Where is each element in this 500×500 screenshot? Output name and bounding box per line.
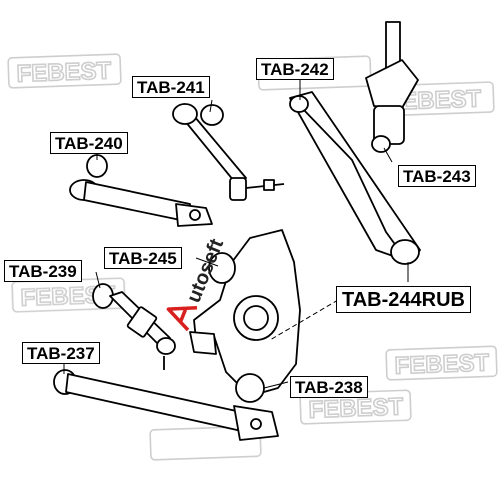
knuckle <box>189 229 301 403</box>
label-tab-244rub: TAB-244RUB <box>336 286 471 313</box>
label-tab-240: TAB-240 <box>50 132 128 154</box>
svg-text:FEBEST: FEBEST <box>394 349 490 379</box>
label-tab-243: TAB-243 <box>398 165 476 187</box>
arm-tab-240 <box>69 154 213 227</box>
svg-text:FEBEST: FEBEST <box>16 57 112 87</box>
label-tab-242: TAB-242 <box>256 58 334 80</box>
arm-tab-242 <box>289 91 421 265</box>
label-tab-241: TAB-241 <box>132 76 210 98</box>
label-tab-238: TAB-238 <box>290 376 368 398</box>
arm-tab-237 <box>53 369 279 441</box>
label-tab-239: TAB-239 <box>4 260 82 282</box>
shock-tab-243 <box>365 21 419 153</box>
arm-tab-241 <box>172 103 285 201</box>
label-tab-237: TAB-237 <box>22 342 100 364</box>
label-tab-245: TAB-245 <box>104 247 182 269</box>
arm-tab-239 <box>92 283 176 370</box>
